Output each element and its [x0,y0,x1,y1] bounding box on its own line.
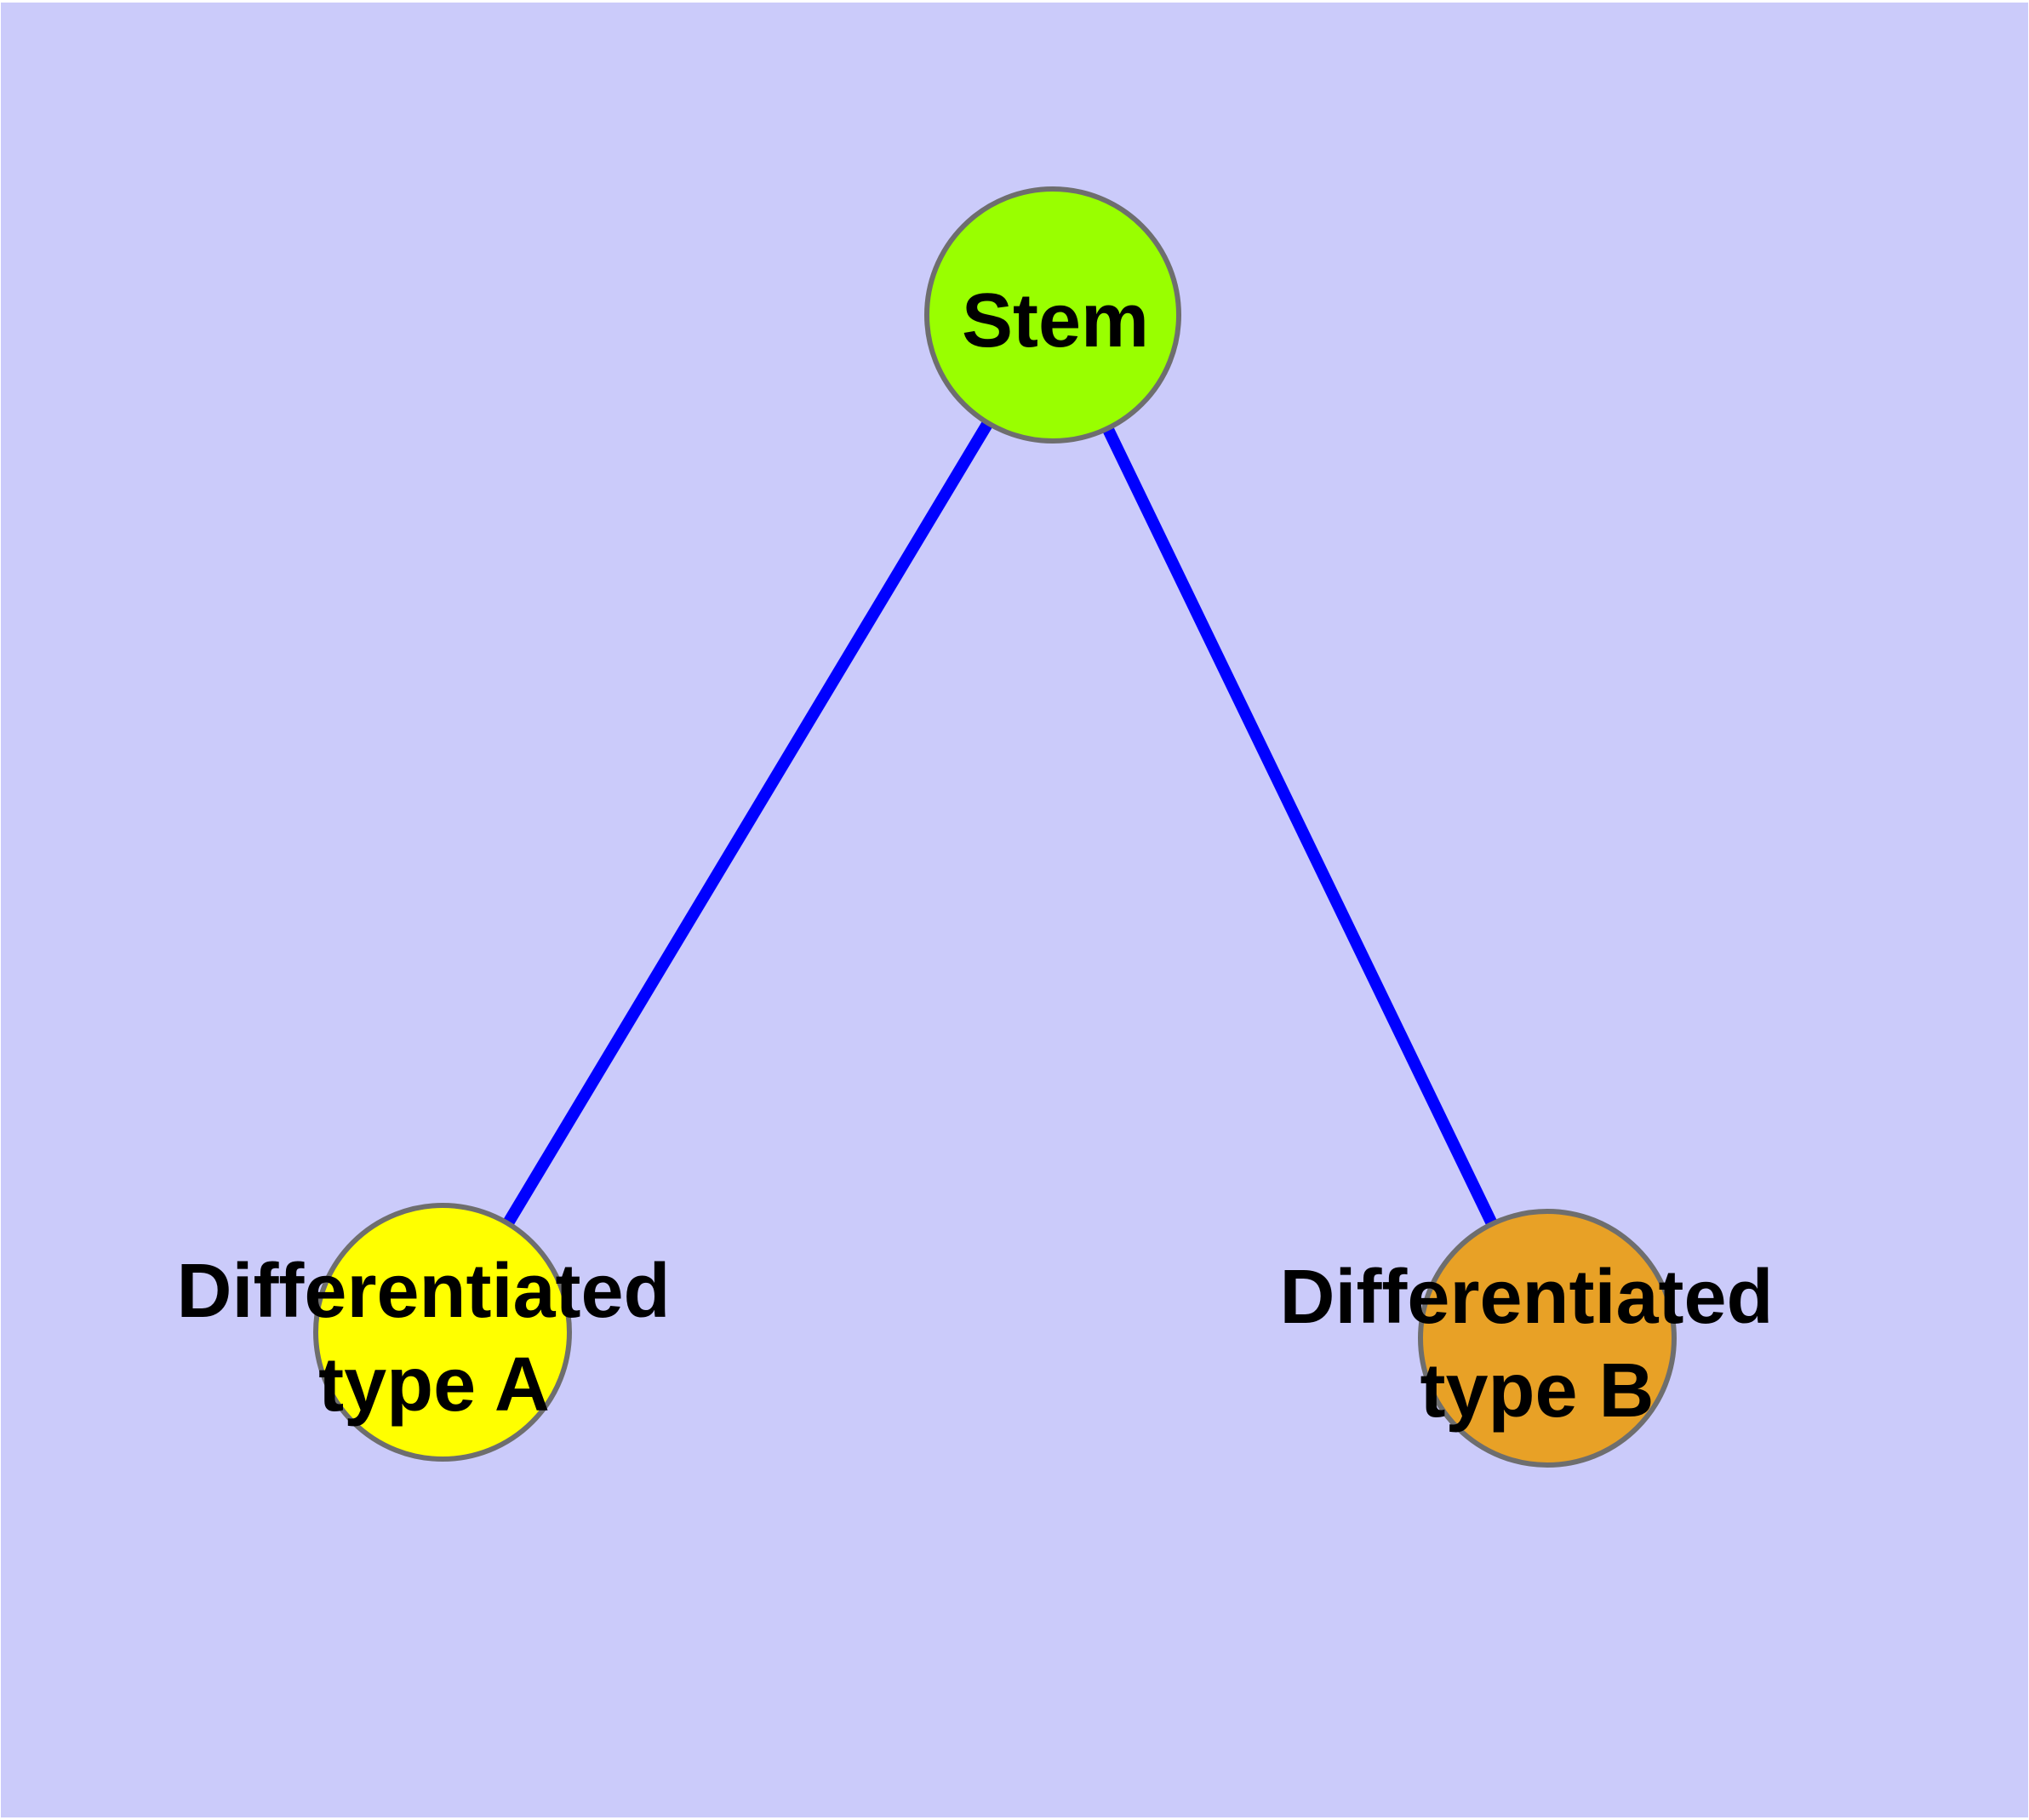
node-differentiated-type-a [313,1203,572,1462]
node-differentiated-type-a-label: Differentiated type A [176,1249,691,1428]
node-differentiated-type-b-label: Differentiated type B [1279,1255,1794,1434]
node-differentiated-type-b [1418,1209,1677,1468]
edge-stem-to-differentiated-type-b [1047,312,1553,1342]
node-differentiated-type-b-label-line2: type B [1420,1348,1654,1434]
node-differentiated-type-a-label-line1: Differentiated [176,1249,670,1334]
node-differentiated-type-a-label-line2: type A [318,1342,550,1428]
node-stem [924,186,1181,444]
node-stem-label: Stem [962,278,1149,363]
node-differentiated-type-b-label-line1: Differentiated [1279,1255,1773,1340]
edge-stem-to-differentiated-type-a [437,312,1059,1336]
